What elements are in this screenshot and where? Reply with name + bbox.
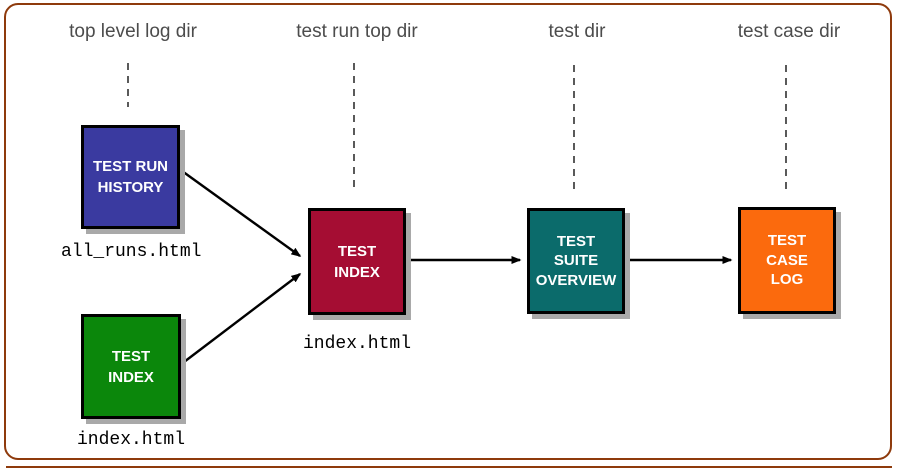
node-label-line: TEST [337,242,377,260]
node-label-line: HISTORY [97,179,164,196]
file-label-index-html-run: index.html [303,334,412,354]
node-label-line: TEST [111,347,151,365]
node-label-line: CASE [766,251,808,269]
node-test-index-top-level: TEST INDEX [81,314,181,419]
outer-border [4,3,892,460]
arrow-test-index-top-to-test-index [183,273,302,363]
node-label-line: TEST [556,232,596,250]
node-label-line: INDEX [108,368,154,386]
node-test-run-history: TEST RUN HISTORY [81,125,180,229]
file-label-index-html-top: index.html [77,430,186,450]
arrow-test-run-history-to-test-index [181,170,302,257]
node-label-line: INDEX [334,263,380,281]
node-label-line: TEST RUN [93,158,168,175]
node-label-line: OVERVIEW [535,271,617,289]
node-test-index-run: TEST INDEX [308,208,406,315]
node-label-line: TEST [767,232,807,250]
node-test-case-log: TEST CASE LOG [738,207,836,314]
node-label-line: LOG [770,271,804,289]
column-header-test-run-top-dir: test run top dir [296,21,418,42]
column-header-test-dir: test dir [548,21,606,42]
bottom-rule [6,466,892,468]
node-test-suite-overview: TEST SUITE OVERVIEW [527,208,625,314]
column-header-test-case-dir: test case dir [737,21,841,42]
node-label-line: SUITE [553,252,599,270]
file-label-all-runs-html: all_runs.html [61,242,202,262]
column-header-top-level-log-dir: top level log dir [69,21,197,42]
